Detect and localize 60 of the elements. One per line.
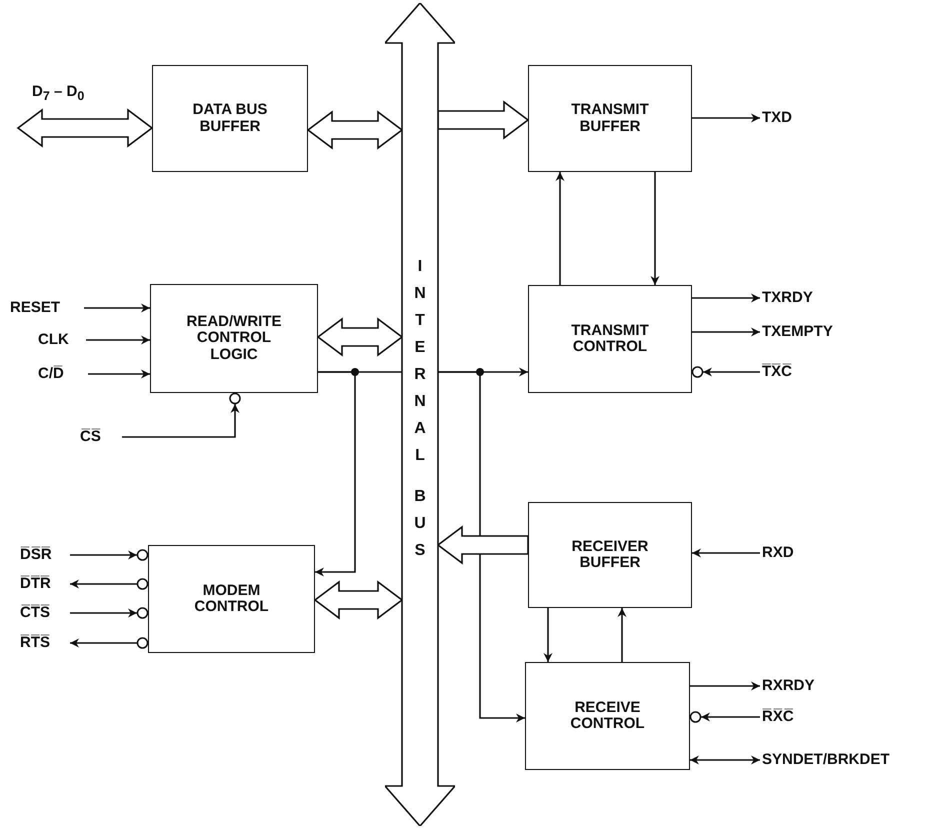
signal-arrow [701,712,760,722]
signal-arrow [556,172,564,285]
signal-name: D$_{7}$ – D$_{0}$ [32,84,84,104]
signal-name: C̅T̅S̅ [20,604,50,622]
block-label: MODEM CONTROL [193,582,270,616]
signal-arrow [650,172,660,285]
signal-name: TXRDY [762,290,813,306]
signal-arrow [690,682,760,690]
signal-arrow [438,371,525,722]
signal-arrow [692,294,760,302]
signal-arrow [692,114,760,122]
bus-transfer-arrow [436,525,529,565]
function-block [528,65,692,172]
signal-name: RESET [10,300,60,316]
signal-arrow [692,328,760,336]
signal-arrow [122,404,240,438]
signal-arrow [70,580,137,588]
signal-arrow [86,336,150,344]
signal-name: SYNDET/BRKDET [762,752,890,768]
bus-label: BUS [414,487,426,561]
bus-transfer-arrow [314,580,404,620]
block-label: TRANSMIT BUFFER [570,102,650,135]
signal-arrow [84,304,150,312]
function-block [150,284,318,393]
signal-arrow [544,608,552,662]
function-block [525,662,690,770]
signal-arrow [703,368,760,376]
signal-arrow [690,756,760,764]
bus-transfer-arrow [437,100,530,140]
function-block [152,65,308,172]
signal-name: TXD [762,110,792,126]
block-label: TRANSMIT CONTROL [570,322,650,356]
signal-arrow [70,638,137,648]
signal-name: T̅X̅C̅ [762,364,792,380]
signal-name: TXEMPTY [762,324,833,340]
signal-name: CLK [38,332,69,348]
function-block [528,285,692,393]
bus-transfer-arrow [306,110,404,150]
signal-name: R̅T̅S̅ [20,634,50,652]
function-block [148,545,315,653]
block-label: RECEIVE CONTROL [569,700,646,732]
block-label: RECEIVER BUFFER [570,538,650,572]
signal-name: C/D̅ [38,366,64,382]
bus-transfer-arrow [16,108,154,148]
signal-name: D̅S̅R̅ [20,546,52,564]
signal-arrow [692,548,760,558]
signal-name: RXD [762,544,794,562]
signal-arrow [70,608,137,618]
block-label: DATA BUS BUFFER [192,102,268,135]
signal-arrow [618,608,626,662]
signal-arrow [70,550,137,560]
signal-name: D̅T̅R̅ [20,576,51,592]
block-label: READ/WRITE CONTROL LOGIC [186,314,282,364]
signal-arrow [88,370,150,378]
signal-name: C̅S̅ [80,428,101,446]
function-block [528,502,692,608]
signal-name: RXRDY [762,678,815,694]
bus-transfer-arrow [316,317,404,357]
signal-name: R̅X̅C̅ [762,708,794,726]
bus-label: INTERNAL [414,257,426,466]
